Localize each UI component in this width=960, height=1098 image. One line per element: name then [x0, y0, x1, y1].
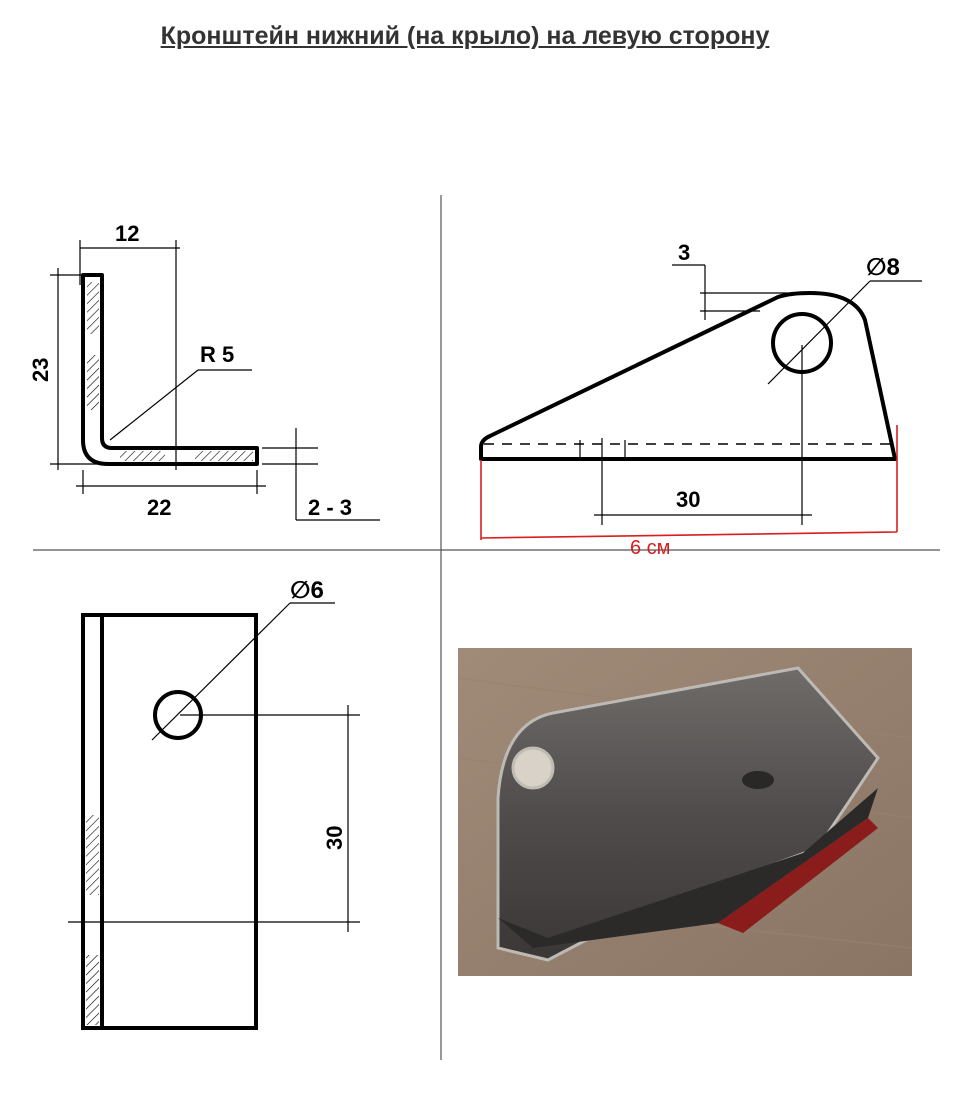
top-hatch-1: [86, 815, 99, 895]
profile-outline: [81, 273, 259, 466]
top-view: [68, 602, 360, 1030]
bracket-photo-image: [458, 648, 912, 976]
side-hole-label: ∅8: [866, 254, 900, 281]
profile-dim-bottom: 22: [147, 495, 171, 520]
top-dim-hole-pos: 30: [322, 826, 347, 850]
profile-hatch-horizontal-1: [120, 451, 165, 461]
top-outline: [81, 613, 258, 1030]
top-hatch-2: [86, 955, 99, 1025]
drawing-title: Кронштейн нижний (на крыло) на левую сто…: [160, 22, 770, 50]
profile-view: [50, 240, 380, 521]
top-hole-label: ∅6: [290, 577, 324, 604]
profile-hatch-horizontal-2: [195, 451, 253, 461]
profile-radius-label: R 5: [200, 342, 234, 367]
side-outline: [479, 291, 897, 461]
profile-dim-top: 12: [115, 221, 139, 246]
bracket-photo: [458, 648, 912, 976]
profile-hatch-vertical-1: [87, 282, 99, 334]
side-overall-length-note: 6 см: [630, 537, 670, 559]
side-dim-hole-pos: 30: [676, 487, 700, 512]
side-dim-offset: 3: [678, 240, 690, 265]
profile-hatch-vertical-2: [87, 355, 99, 410]
side-view: [479, 264, 922, 525]
side-red-annotation: [480, 425, 898, 540]
profile-thickness-label: 2 - 3: [308, 495, 352, 520]
profile-dim-left: 23: [28, 358, 53, 382]
